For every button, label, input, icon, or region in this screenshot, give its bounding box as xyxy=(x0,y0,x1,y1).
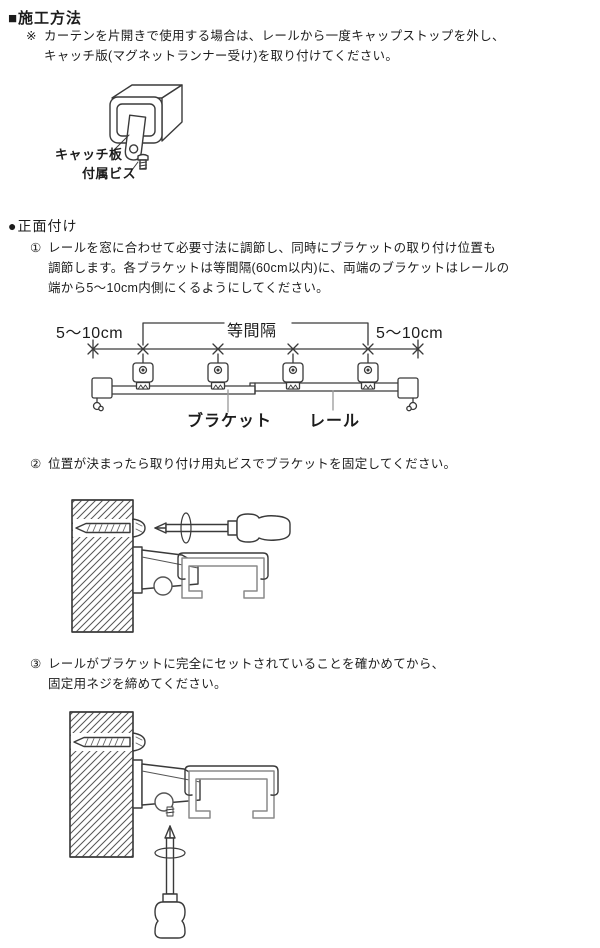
bracket-label: ブラケット xyxy=(187,413,273,430)
step2-paragraph: ② 位置が決まったら取り付け用丸ビスでブラケットを固定してください。 xyxy=(30,454,456,474)
note-line-2: キャッチ版(マグネットランナー受け)を取り付けてください。 xyxy=(44,49,399,63)
screwdriver-icon xyxy=(154,825,186,939)
note-marker: ※ xyxy=(26,29,37,43)
rotation-arrow xyxy=(180,512,192,544)
catch-plate-shape xyxy=(124,114,147,161)
screwdriver-icon xyxy=(154,512,291,544)
dim-label-center: 等間隔 xyxy=(227,323,277,340)
step3-paragraph: ③ レールがブラケットに完全にセットされていることを確かめてから、 固定用ネジを… xyxy=(30,654,444,694)
attached-screw-label: 付属ビス xyxy=(82,166,137,181)
catch-plate-label: キャッチ板 xyxy=(55,147,123,162)
step1-line-2: 調節します。各ブラケットは等間隔(60cm以内)に、両端のブラケットはレールの xyxy=(48,261,510,275)
mounting-screw xyxy=(75,518,146,538)
right-end-cap xyxy=(397,377,419,412)
bracket-shapes xyxy=(132,362,379,390)
bracket-drop-lines xyxy=(142,353,369,364)
step1-line-3: 端から5〜10cm内側にくるようにしてください。 xyxy=(48,281,329,295)
bracket-clip xyxy=(184,765,279,796)
front-mount-heading: ●正面付け xyxy=(8,218,78,234)
step1-line-1: レールを窓に合わせて必要寸法に調節し、同時にブラケットの取り付け位置も xyxy=(48,241,497,255)
step3-line-2: 固定用ネジを締めてください。 xyxy=(48,677,227,691)
rail-profile xyxy=(181,557,265,599)
step3-line-1: レールがブラケットに完全にセットされていることを確かめてから、 xyxy=(48,657,445,671)
step1-paragraph: ① レールを窓に合わせて必要寸法に調節し、同時にブラケットの取り付け位置も 調節… xyxy=(30,238,509,298)
bracket-clip xyxy=(177,552,269,580)
fixing-bracket-illustration xyxy=(71,499,291,633)
fixing-screw xyxy=(165,806,175,817)
dimension-line xyxy=(92,339,419,359)
step2-line-1: 位置が決まったら取り付け用丸ビスでブラケットを固定してください。 xyxy=(48,457,457,471)
note-line-1: カーテンを片開きで使用する場合は、レールから一度キャップストップを外し、 xyxy=(44,29,505,43)
tightening-screw-illustration xyxy=(69,711,279,939)
step2-marker: ② xyxy=(30,457,42,471)
dim-label-left: 5〜10cm xyxy=(56,325,124,342)
wall-section xyxy=(71,499,134,633)
screw-icon xyxy=(137,153,149,170)
left-end-cap xyxy=(91,377,113,412)
dimension-arrow-marks xyxy=(87,343,424,355)
rail-label: レール xyxy=(309,413,361,430)
wall-section xyxy=(69,711,134,858)
equal-spacing-bracket-line xyxy=(142,322,369,346)
step1-marker: ① xyxy=(30,241,42,255)
rotation-arrow xyxy=(154,847,186,859)
cap-stop-illustration xyxy=(109,84,183,171)
catch-plate-leader-line xyxy=(112,134,130,152)
step3-marker: ③ xyxy=(30,657,42,671)
note-paragraph: ※ カーテンを片開きで使用する場合は、レールから一度キャップストップを外し、 キ… xyxy=(26,26,505,66)
rail-spacing-diagram xyxy=(87,322,424,413)
screw-leader-line xyxy=(131,161,139,171)
page-title: ■施工方法 xyxy=(8,10,83,27)
rail-profile xyxy=(188,770,275,819)
dim-label-right: 5〜10cm xyxy=(376,325,444,342)
mounting-screw xyxy=(73,732,146,752)
